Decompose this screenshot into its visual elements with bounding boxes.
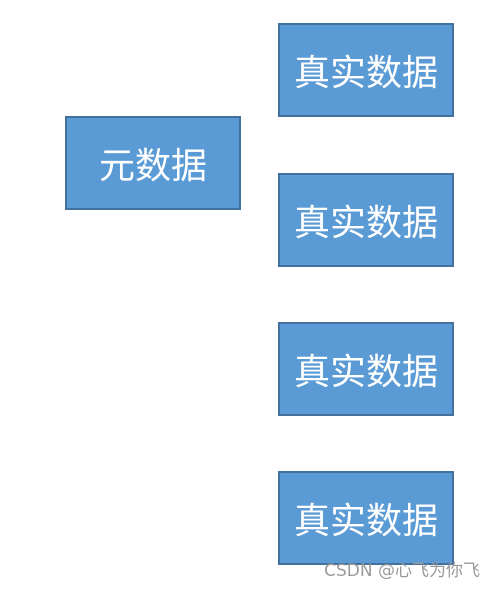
real-data-box-label: 真实数据 <box>293 352 438 393</box>
real-data-box: 真实数据 <box>278 173 454 267</box>
real-data-box: 真实数据 <box>278 471 454 565</box>
real-data-box-label: 真实数据 <box>293 53 438 94</box>
real-data-box: 真实数据 <box>278 322 454 416</box>
real-data-box: 真实数据 <box>278 23 454 117</box>
metadata-box: 元数据 <box>65 116 241 210</box>
metadata-box-label: 元数据 <box>98 146 207 187</box>
real-data-box-label: 真实数据 <box>293 203 438 244</box>
csdn-watermark: CSDN @心飞为你飞 <box>324 561 480 581</box>
real-data-box-label: 真实数据 <box>293 501 438 542</box>
